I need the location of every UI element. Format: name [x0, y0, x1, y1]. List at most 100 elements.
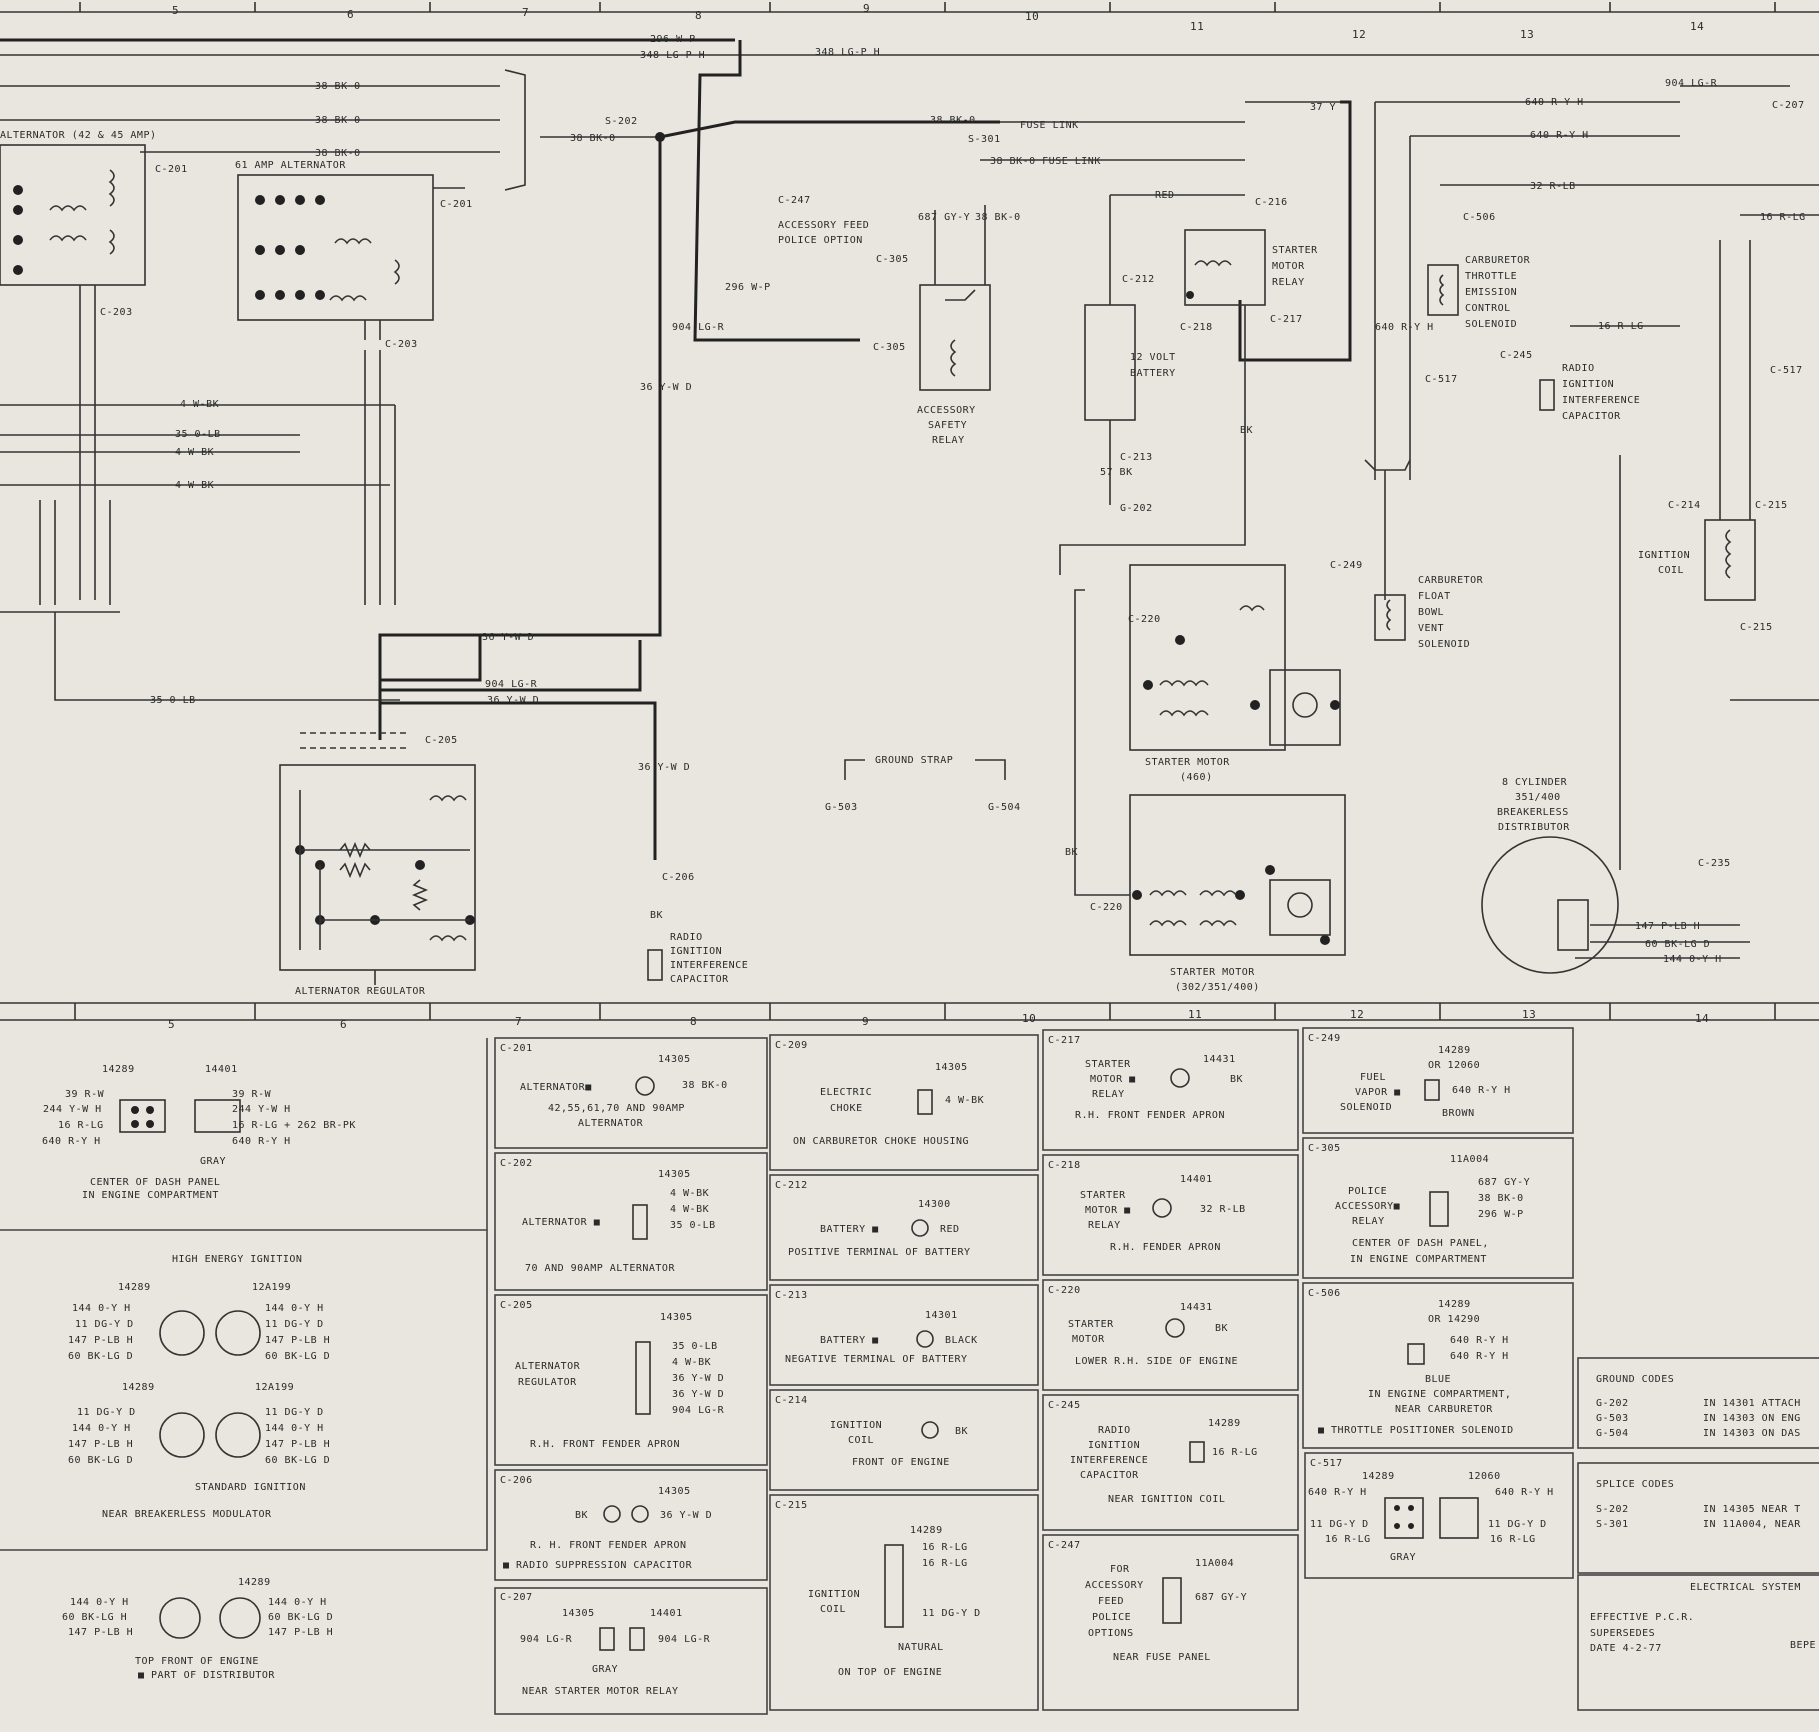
- connector-label: G-504: [988, 802, 1021, 813]
- code-text: IN 14301 ATTACH: [1703, 1398, 1801, 1409]
- grid-label: 14: [1695, 1012, 1709, 1025]
- pin-label: 144 0-Y H: [268, 1597, 327, 1608]
- connector-id: C-213: [775, 1290, 808, 1301]
- pin-label: 640 R-Y H: [1308, 1487, 1367, 1498]
- wire-label: 36 Y-W D: [487, 695, 539, 706]
- component-label: DISTRIBUTOR: [1498, 822, 1570, 833]
- pin-label: 640 R-Y H: [1495, 1487, 1554, 1498]
- effective-label: BEPE: [1790, 1640, 1816, 1651]
- component-label: ALTERNATOR REGULATOR: [295, 986, 426, 997]
- pin-label: 11 DG-Y D: [1488, 1519, 1547, 1530]
- wire-label: 16 R-LG: [922, 1542, 968, 1553]
- grid-label: 8: [690, 1015, 697, 1028]
- part-number: 14401: [1180, 1174, 1213, 1185]
- connector-id: C-214: [775, 1395, 808, 1406]
- legend-left-panels: 14289 14401 39 R-W 244 Y-W H 16 R-LG 640…: [0, 1038, 488, 1681]
- component-label: RADIO: [1562, 363, 1595, 374]
- wire-label: 38 BK-0: [930, 115, 976, 126]
- code-id: G-504: [1596, 1428, 1629, 1439]
- part-number: 14300: [918, 1199, 951, 1210]
- component-label: BREAKERLESS: [1497, 807, 1569, 818]
- connector-id: C-202: [500, 1158, 533, 1169]
- wire-label: 348 LG-P H: [815, 47, 880, 58]
- pin-label: 144 0-Y H: [72, 1423, 131, 1434]
- part-number: 12060: [1468, 1471, 1501, 1482]
- wire-label: 38 BK-0 FUSE LINK: [990, 156, 1101, 167]
- connector-id: C-245: [1048, 1400, 1081, 1411]
- part-name: INTERFERENCE: [1070, 1455, 1148, 1466]
- grid-label: 6: [340, 1018, 347, 1031]
- wire-label: 4 W-BK: [670, 1188, 709, 1199]
- connector-label: C-215: [1755, 500, 1788, 511]
- color-note: BROWN: [1442, 1108, 1475, 1119]
- location: POSITIVE TERMINAL OF BATTERY: [788, 1247, 971, 1258]
- color-note: GRAY: [592, 1664, 618, 1675]
- pin-label: 640 R-Y H: [232, 1136, 291, 1147]
- ground-strap: GROUND STRAP G-503 G-504: [825, 755, 1021, 813]
- wire-label: 60 BK-LG D: [1645, 939, 1710, 950]
- wire-label: 35 0-LB: [670, 1220, 716, 1231]
- part-number: 14431: [1180, 1302, 1213, 1313]
- wire-label: 11 DG-Y D: [922, 1608, 981, 1619]
- effective-label: EFFECTIVE P.C.R.: [1590, 1612, 1694, 1623]
- grid-label: 5: [168, 1018, 175, 1031]
- pin-label: 147 P-LB H: [268, 1627, 333, 1638]
- part-number: 14289: [1362, 1471, 1395, 1482]
- battery: RED C-212 12 VOLT BATTERY C-213 57 BK G-…: [1084, 190, 1245, 514]
- connector-label: C-216: [1255, 197, 1288, 208]
- pin-label: 144 0-Y H: [265, 1423, 324, 1434]
- codes-block: GROUND CODES G-202 IN 14301 ATTACH G-503…: [1577, 1357, 1819, 1711]
- wire-label: 904 LG-R: [1665, 78, 1718, 89]
- effective-label: SUPERSEDES: [1590, 1628, 1655, 1639]
- grid-label: 10: [1025, 10, 1039, 23]
- wire-label: 38 BK-0: [315, 148, 361, 159]
- part-name: ACCESSORY■: [1335, 1201, 1400, 1212]
- pin-label: 39 R-W: [232, 1089, 272, 1100]
- part-name: COIL: [848, 1435, 874, 1446]
- component-label: IGNITION: [670, 946, 722, 957]
- part-name: BATTERY ■: [820, 1335, 879, 1346]
- connector-label: C-517: [1770, 365, 1803, 376]
- wire-label: 38 BK-0: [570, 133, 616, 144]
- component-label: 8 CYLINDER: [1502, 777, 1568, 788]
- wire-label: 36 Y-W D: [672, 1373, 724, 1384]
- part-number: 14289: [1208, 1418, 1241, 1429]
- pin-label: 147 P-LB H: [68, 1439, 133, 1450]
- pin-label: 16 R-LG: [58, 1120, 104, 1131]
- wire-label: BK: [575, 1510, 588, 1521]
- connector-label: C-214: [1668, 500, 1701, 511]
- part-number: 14289: [910, 1525, 943, 1536]
- component-label: ACCESSORY FEED: [778, 220, 869, 231]
- note: 70 AND 90AMP ALTERNATOR: [525, 1263, 675, 1274]
- grid-label: 13: [1522, 1008, 1536, 1021]
- accessory-safety-relay: C-247 ACCESSORY FEED POLICE OPTION 687 G…: [778, 195, 1020, 446]
- connector-label: C-213: [1120, 452, 1153, 463]
- legend-col3: C-209 14305 ELECTRIC CHOKE 4 W-BK ON CAR…: [769, 1034, 1039, 1711]
- part-name: STARTER: [1085, 1059, 1131, 1070]
- pin-label: 144 0-Y H: [72, 1303, 131, 1314]
- connector-label: S-301: [968, 134, 1001, 145]
- part-name: FEED: [1098, 1596, 1124, 1607]
- pin-label: 16 R-LG: [1490, 1534, 1536, 1545]
- part-name: ELECTRIC: [820, 1087, 872, 1098]
- alternator-feeds: 4 W-BK 35 0-LB 4 W-BK 4 W-BK 35 0-LB 904…: [0, 282, 770, 860]
- wire-label: 4 W-BK: [672, 1357, 711, 1368]
- part-number: 14305: [935, 1062, 968, 1073]
- radio-cap-right: C-245 16 R-LG RADIO IGNITION INTERFERENC…: [1500, 321, 1803, 422]
- color-note: NATURAL: [898, 1642, 944, 1653]
- wire-label: BK: [1215, 1323, 1228, 1334]
- connector-label: C-203: [100, 307, 133, 318]
- location: NEAR CARBURETOR: [1395, 1404, 1493, 1415]
- component-label: EMISSION: [1465, 287, 1517, 298]
- wire-label: 16 R-LG: [1760, 212, 1806, 223]
- component-label: POLICE OPTION: [778, 235, 863, 246]
- connector-id: C-206: [500, 1475, 533, 1486]
- pin-label: 244 Y-W H: [232, 1104, 291, 1115]
- wire-label: 36 Y-W D: [482, 632, 534, 643]
- part-number: 14289: [1438, 1045, 1471, 1056]
- wire-label: 904 LG-R: [658, 1634, 711, 1645]
- wire-label: 4 W-BK: [945, 1095, 984, 1106]
- wire-label: 4 W-BK: [180, 399, 219, 410]
- location: R. H. FRONT FENDER APRON: [530, 1540, 687, 1551]
